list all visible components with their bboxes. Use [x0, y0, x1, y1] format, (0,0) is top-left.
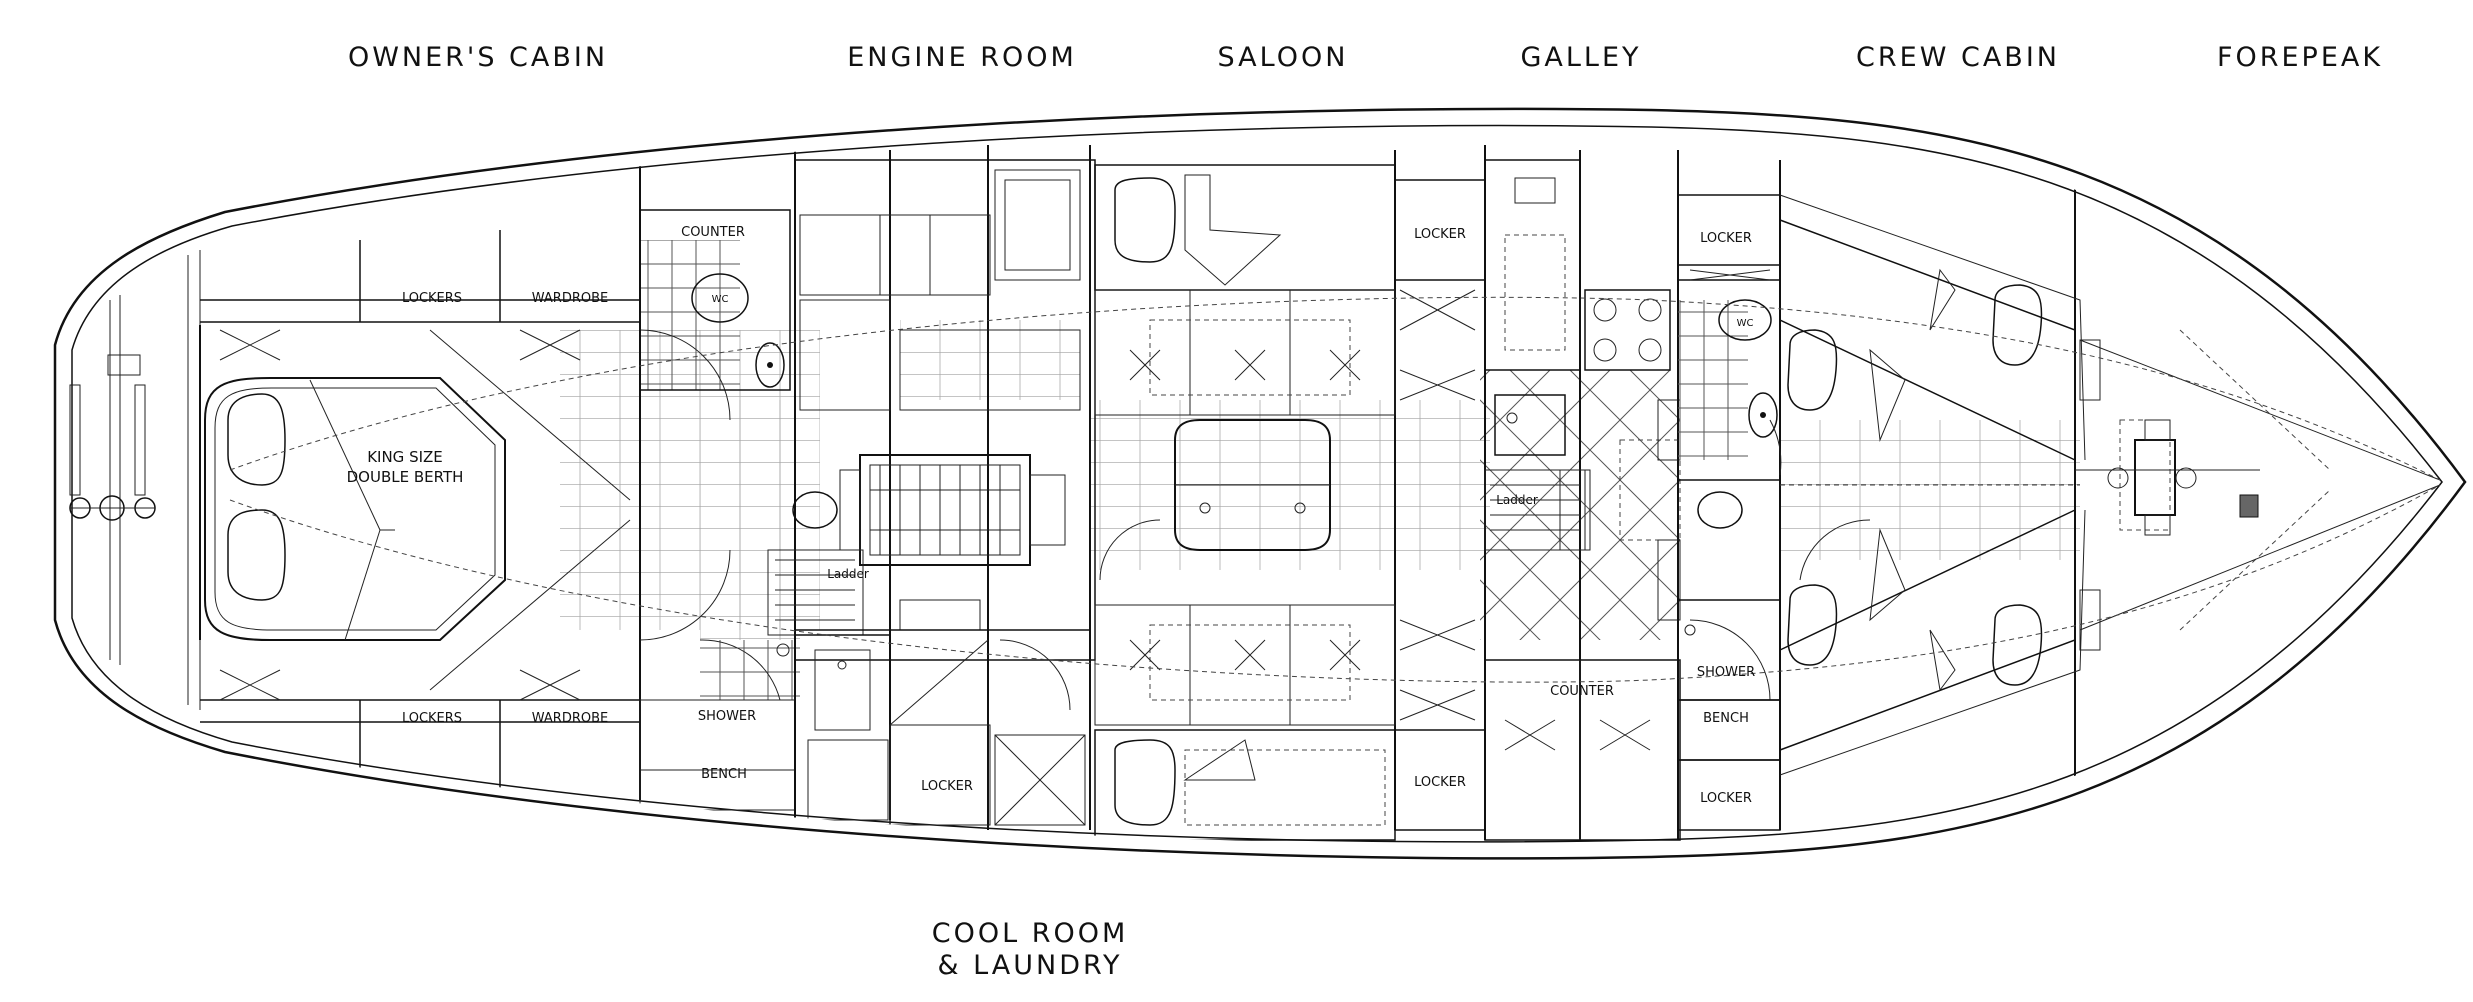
- steering-gear: [69, 354, 156, 521]
- zone-title-cool-room-line2: & LAUNDRY: [937, 950, 1123, 981]
- zone-title-galley: GALLEY: [1520, 42, 1642, 73]
- galley: [1484, 159, 1681, 841]
- owners-head-tiles: [640, 240, 740, 390]
- zone-title-forepeak: FOREPEAK: [2216, 42, 2384, 73]
- label-counter-owner: COUNTER: [681, 225, 745, 240]
- crew-floor: [1780, 420, 2080, 560]
- label-locker-crew-top: LOCKER: [1700, 231, 1752, 246]
- cool-room: [794, 634, 1086, 826]
- label-locker-saloon-bottom: LOCKER: [1414, 775, 1466, 790]
- label-shower-owner: SHOWER: [698, 709, 756, 724]
- label-bench-crew: BENCH: [1703, 711, 1749, 726]
- label-locker-cool: LOCKER: [921, 779, 973, 794]
- king-berth: [204, 377, 506, 641]
- label-wc-crew: WC: [1737, 318, 1754, 329]
- forepeak: [2075, 329, 2441, 651]
- zone-title-cool-room-line1: COOL ROOM: [931, 918, 1129, 949]
- label-wc-owner: WC: [712, 294, 729, 305]
- label-double-berth: DOUBLE BERTH: [347, 468, 464, 486]
- owners-shower: [639, 639, 796, 811]
- label-locker-saloon-top: LOCKER: [1414, 227, 1466, 242]
- crew-cabin: [1779, 194, 2086, 776]
- label-locker-crew-bottom: LOCKER: [1700, 791, 1752, 806]
- room-labels: LOCKERS WARDROBE LOCKERS WARDROBE KING S…: [347, 225, 1756, 806]
- label-wardrobe-bottom: WARDROBE: [532, 711, 608, 726]
- label-wardrobe-top: WARDROBE: [532, 291, 608, 306]
- saloon: [1094, 164, 1396, 841]
- label-lockers-bottom: LOCKERS: [402, 711, 462, 726]
- owners-head: [639, 209, 791, 391]
- label-shower-crew: SHOWER: [1697, 665, 1755, 680]
- engine-block: [839, 454, 1066, 566]
- zone-title-crew-cabin: CREW CABIN: [1856, 42, 2060, 73]
- label-king-size: KING SIZE: [367, 448, 443, 466]
- label-ladder-engine: Ladder: [827, 567, 869, 581]
- zone-title-engine-room: ENGINE ROOM: [847, 42, 1077, 73]
- zone-title-saloon: SALOON: [1217, 42, 1349, 73]
- zone-title-owners-cabin: OWNER'S CABIN: [347, 42, 609, 73]
- crew-head: [1677, 194, 1782, 831]
- label-ladder-galley: Ladder: [1496, 493, 1538, 507]
- label-lockers-top: LOCKERS: [402, 291, 462, 306]
- label-bench-owner: BENCH: [701, 767, 747, 782]
- label-counter-galley: COUNTER: [1550, 684, 1614, 699]
